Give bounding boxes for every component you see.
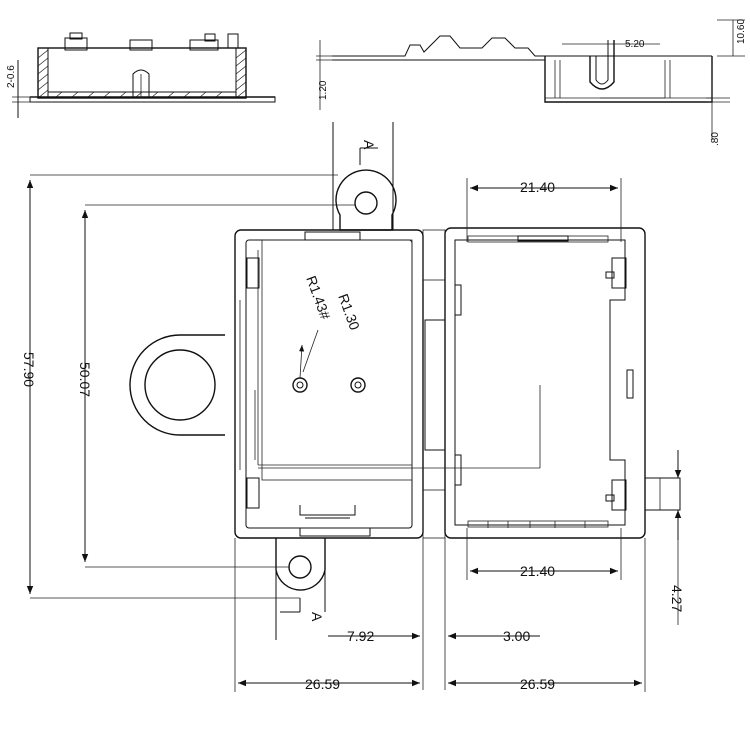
label-radius-inner: R1.43# (303, 274, 334, 322)
dim-width-right: 26.59 (520, 676, 555, 692)
dim-total-height: 57.90 (21, 352, 37, 387)
dim-hole-pitch: 50.07 (77, 362, 93, 397)
dim-thickness: 2-0.6 (6, 65, 17, 88)
dim-offset: 7.92 (347, 628, 374, 644)
dim-inner-bottom: 21.40 (520, 563, 555, 579)
dim-bottom-step: .80 (710, 132, 721, 146)
section-marker-bottom: A (309, 612, 325, 622)
dim-inner-top: 21.40 (520, 179, 555, 195)
dim-left-step: 1.20 (318, 80, 329, 100)
top-view: A R1.43# R1.30 (21, 122, 685, 692)
side-view-left: 2-0.6 (6, 32, 276, 118)
dim-height-total: 10.60 (736, 19, 747, 44)
section-marker-top: A (361, 140, 377, 150)
dim-tab: 4.27 (669, 585, 685, 612)
side-view-right: 5.20 10.60 1.20 .80 (316, 19, 747, 146)
dim-gap: 3.00 (503, 628, 530, 644)
label-radius-outer: R1.30 (335, 292, 363, 333)
dim-width-left: 26.59 (305, 676, 340, 692)
dim-tab-width: 5.20 (625, 39, 645, 50)
